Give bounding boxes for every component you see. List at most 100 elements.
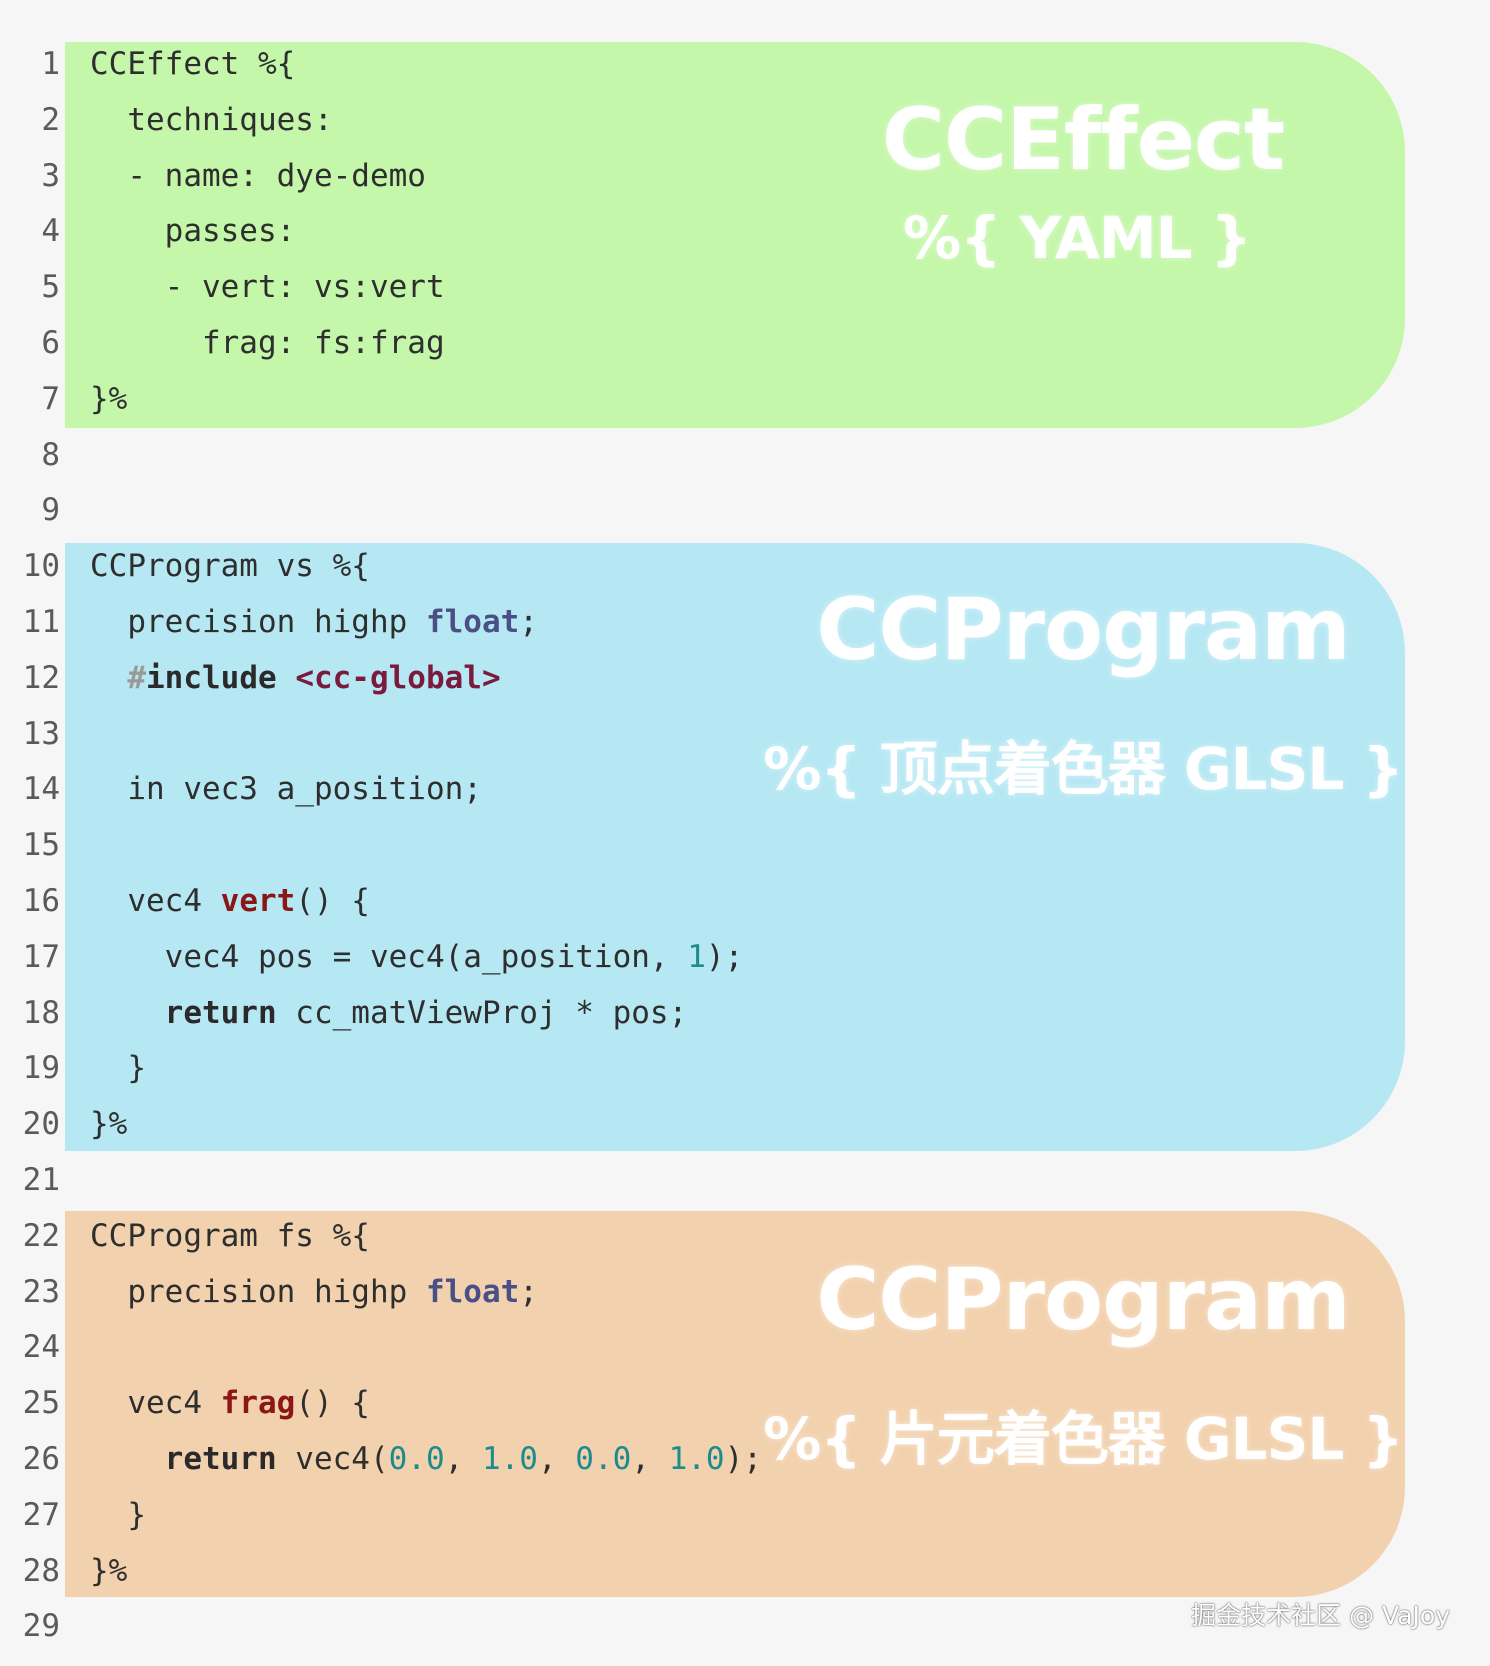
- line-code: - name: dye-demo: [90, 158, 426, 194]
- code-line: 4 passes:: [0, 201, 1490, 257]
- line-number: 24: [22, 1329, 60, 1366]
- code-token: 0.0: [388, 1441, 445, 1477]
- line-number: 22: [22, 1217, 60, 1254]
- code-line: 9: [0, 480, 1490, 536]
- line-code: precision highp float;: [90, 604, 538, 640]
- code-text: [90, 660, 127, 696]
- code-text: [90, 995, 165, 1031]
- code-text: precision highp: [90, 1273, 426, 1310]
- code-line: 28}%: [0, 1541, 1490, 1597]
- line-code: CCEffect %{: [90, 46, 295, 82]
- code-text: passes:: [90, 213, 296, 250]
- line-code: techniques:: [90, 102, 332, 138]
- code-line: 18 return cc_matViewProj * pos;: [0, 983, 1490, 1039]
- code-token: ,: [631, 1441, 669, 1477]
- line-number: 26: [22, 1441, 60, 1477]
- line-code: vec4 vert() {: [90, 883, 370, 919]
- code-token: return: [164, 1441, 277, 1477]
- fs-subtitle: %{ 片元着色器 GLSL }: [763, 1405, 1404, 1473]
- line-number: 27: [22, 1496, 60, 1533]
- code-line: 22 CCProgram fs %{: [0, 1206, 1490, 1262]
- code-text: - name: dye-demo: [90, 157, 426, 194]
- code-token: float: [425, 1273, 520, 1310]
- code-line: 27 }: [0, 1485, 1490, 1541]
- line-code: }%: [90, 381, 127, 417]
- code-line: 21: [0, 1150, 1490, 1206]
- code-line: 12 #include <cc-global>: [0, 648, 1490, 704]
- code-text: [90, 1441, 165, 1477]
- code-line: 1 CCEffect %{: [0, 34, 1490, 90]
- code-text: }: [90, 1496, 146, 1533]
- code-text: vec4: [90, 1385, 221, 1422]
- code-text: }: [90, 1050, 146, 1087]
- code-token: 1: [687, 938, 706, 975]
- code-line: 17 vec4 pos = vec4(a_position, 1);: [0, 927, 1490, 983]
- line-number: 28: [22, 1552, 60, 1589]
- cceffect-title: CCEffect: [881, 90, 1285, 190]
- code-line: 19 }: [0, 1038, 1490, 1094]
- line-number: 13: [22, 715, 60, 752]
- code-token: ;: [519, 1273, 538, 1310]
- line-number: 15: [22, 827, 60, 864]
- line-number: 25: [22, 1385, 60, 1422]
- line-number: 12: [22, 659, 60, 696]
- code-text: CCEffect %{: [90, 46, 296, 82]
- cceffect-block: [65, 42, 1405, 428]
- line-code: }: [90, 1050, 146, 1086]
- fragment-program-block: [65, 1211, 1405, 1597]
- line-number: 3: [41, 157, 60, 194]
- code-line: 16 vec4 vert() {: [0, 871, 1490, 927]
- code-line: 24: [0, 1317, 1490, 1373]
- code-token: () {: [295, 883, 370, 919]
- code-line: 13: [0, 704, 1490, 760]
- code-token: float: [425, 604, 520, 640]
- line-code: return cc_matViewProj * pos;: [90, 995, 688, 1031]
- line-code: vec4 frag() {: [90, 1385, 370, 1421]
- code-token: <cc-global>: [295, 659, 501, 696]
- code-token: );: [705, 938, 744, 975]
- line-number: 14: [22, 771, 60, 808]
- code-text: }%: [90, 1106, 128, 1143]
- line-code: }%: [90, 1106, 127, 1142]
- code-text: vec4: [90, 883, 221, 919]
- line-code: passes:: [90, 213, 296, 250]
- code-token: vert: [220, 883, 296, 919]
- line-code: - vert: vs:vert: [90, 269, 445, 305]
- code-line: 25 vec4 frag() {: [0, 1373, 1490, 1429]
- line-number: 2: [41, 101, 60, 138]
- code-token: frag: [220, 1385, 296, 1422]
- code-text: - vert: vs:vert: [90, 269, 445, 306]
- line-number: 6: [41, 325, 60, 361]
- code-token: 1.0: [668, 1441, 725, 1477]
- code-text: CCProgram fs %{: [90, 1217, 370, 1254]
- code-line: 11 precision highp float;: [0, 592, 1490, 648]
- code-line: 3 - name: dye-demo: [0, 146, 1490, 202]
- line-code: frag: fs:frag: [90, 325, 445, 361]
- line-number: 21: [22, 1162, 60, 1198]
- code-line: 20}%: [0, 1094, 1490, 1150]
- code-line: 14 in vec3 a_position;: [0, 759, 1490, 815]
- line-number: 16: [22, 883, 60, 919]
- line-code: precision highp float;: [90, 1274, 538, 1310]
- line-number: 7: [41, 380, 60, 417]
- line-number: 1: [41, 46, 60, 82]
- line-number: 9: [41, 492, 60, 529]
- code-text: }%: [90, 1552, 128, 1589]
- code-line: 2 techniques:: [0, 90, 1490, 146]
- code-token: () {: [295, 1385, 370, 1422]
- code-line: 6 frag: fs:frag: [0, 313, 1490, 369]
- code-line: 5 - vert: vs:vert: [0, 257, 1490, 313]
- fs-title: CCProgram: [816, 1250, 1350, 1350]
- line-code: #include <cc-global>: [90, 659, 501, 696]
- line-number: 17: [22, 938, 60, 975]
- code-text: vec4 pos = vec4(a_position,: [90, 938, 688, 975]
- line-code: vec4 pos = vec4(a_position, 1);: [90, 938, 744, 975]
- watermark: 掘金技术社区 @ VaJoy: [1191, 1601, 1450, 1630]
- line-code: }%: [90, 1553, 127, 1589]
- code-text: frag: fs:frag: [90, 325, 445, 361]
- code-line: 7}%: [0, 369, 1490, 425]
- line-code: CCProgram fs %{: [90, 1218, 370, 1254]
- line-code: return vec4(0.0, 1.0, 0.0, 1.0);: [90, 1441, 762, 1477]
- code-token: ;: [519, 604, 538, 640]
- code-token: );: [724, 1441, 762, 1477]
